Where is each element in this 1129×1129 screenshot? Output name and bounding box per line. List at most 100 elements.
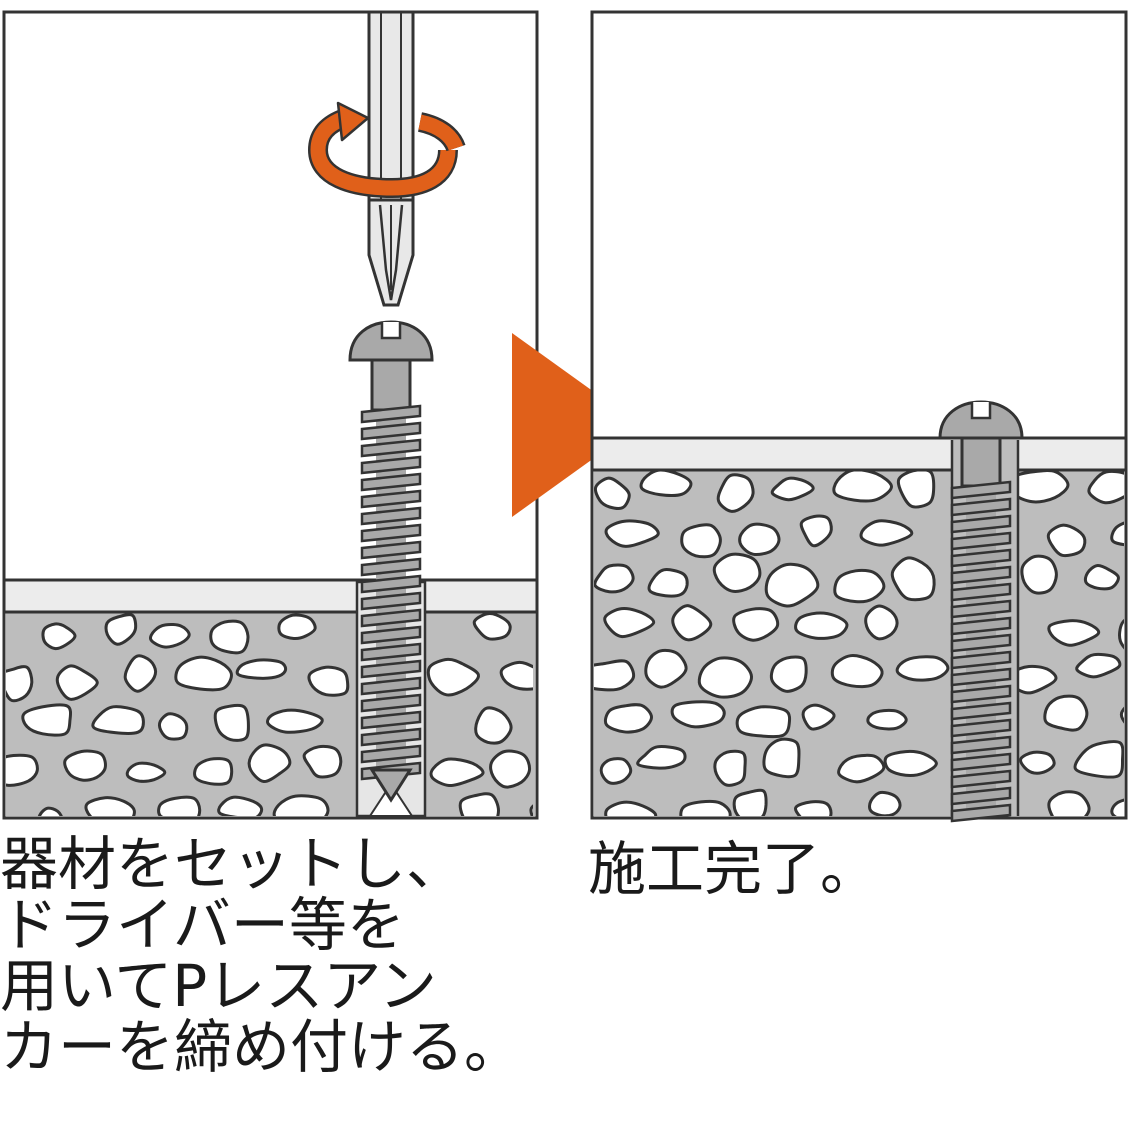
screw-thread: [950, 497, 1012, 517]
aggregate-pebble: [213, 703, 250, 742]
aggregate-pebble: [277, 613, 317, 641]
screw-thread: [360, 659, 422, 679]
aggregate-pebble: [499, 660, 533, 691]
step-2-caption: 施工完了。: [588, 840, 878, 901]
screw-thread: [950, 803, 1012, 823]
aggregate-pebble: [735, 705, 792, 739]
aggregate-pebble: [41, 622, 77, 651]
screw-thread: [360, 744, 422, 764]
aggregate-pebble: [104, 613, 138, 646]
screw-thread: [360, 540, 422, 560]
aggregate-pebble: [636, 745, 687, 770]
aggregate-pebble: [1083, 564, 1120, 591]
screw-thread: [950, 718, 1012, 738]
screw-thread: [360, 404, 422, 424]
aggregate-pebble: [235, 658, 288, 680]
screwdriver: [367, 10, 415, 307]
aggregate-pebble: [535, 607, 562, 648]
aggregate-pebble: [84, 796, 136, 816]
step-1-aggregate: [6, 607, 569, 816]
aggregate-pebble: [868, 790, 902, 816]
aggregate-pebble: [764, 562, 820, 608]
aggregate-pebble: [302, 744, 343, 779]
aggregate-pebble: [603, 606, 656, 639]
aggregate-pebble: [529, 804, 533, 816]
aggregate-pebble: [149, 622, 191, 649]
step-1-caption: 器材をセットし、 ドライバー等を 用いてPレスアン カーを締め付ける。: [0, 835, 522, 1079]
aggregate-pebble: [307, 665, 350, 697]
aggregate-pebble: [604, 519, 660, 548]
screw-thread: [360, 489, 422, 509]
screw-thread: [950, 582, 1012, 602]
aggregate-pebble: [1047, 619, 1101, 647]
aggregate-pebble: [535, 707, 569, 731]
aggregate-pebble: [474, 706, 513, 745]
aggregate-pebble: [247, 743, 292, 784]
aggregate-pebble: [697, 656, 753, 699]
screw-thread: [360, 421, 422, 441]
aggregate-pebble: [866, 708, 908, 731]
screw-thread: [360, 523, 422, 543]
step-1-fixture-plate: [2, 578, 539, 614]
aggregate-pebble: [604, 800, 658, 816]
aggregate-pebble: [489, 749, 532, 789]
aggregate-pebble: [794, 800, 833, 816]
aggregate-pebble: [895, 655, 950, 682]
aggregate-pebble: [716, 473, 755, 513]
aggregate-pebble: [594, 563, 635, 594]
screw-thread: [950, 616, 1012, 636]
aggregate-pebble: [837, 753, 886, 784]
screw-thread: [950, 752, 1012, 772]
screw-thread: [360, 727, 422, 747]
aggregate-pebble: [859, 519, 914, 547]
aggregate-pebble: [1046, 523, 1087, 558]
aggregate-pebble: [123, 654, 158, 693]
aggregate-pebble: [794, 611, 849, 640]
aggregate-pebble: [37, 806, 63, 816]
aggregate-pebble: [1110, 798, 1124, 816]
screw-thread: [950, 684, 1012, 704]
aggregate-pebble: [91, 705, 145, 735]
aggregate-pebble: [193, 757, 234, 786]
screw-thread: [950, 701, 1012, 721]
aggregate-pebble: [603, 703, 654, 734]
aggregate-pebble: [732, 607, 780, 642]
screw-thread: [950, 514, 1012, 534]
step-1-caption-line: カーを締め付ける。: [0, 1013, 523, 1081]
screw-thread: [950, 735, 1012, 755]
aggregate-pebble: [6, 753, 39, 787]
screw-thread: [950, 565, 1012, 585]
aggregate-pebble: [738, 522, 781, 557]
screw-thread: [360, 591, 422, 611]
aggregate-pebble: [1047, 790, 1091, 816]
aggregate-pebble: [458, 792, 501, 816]
step-1-panel: [2, 10, 569, 820]
aggregate-pebble: [799, 514, 833, 548]
screw-thread: [950, 548, 1012, 568]
aggregate-pebble: [830, 654, 884, 689]
screw-thread: [360, 710, 422, 730]
aggregate-pebble: [1043, 694, 1089, 732]
screw-thread: [360, 506, 422, 526]
screw-thread: [360, 608, 422, 628]
aggregate-pebble: [217, 795, 264, 816]
screw-thread: [360, 693, 422, 713]
screw-thread: [950, 633, 1012, 653]
screw-thread: [950, 480, 1012, 500]
screw-thread: [360, 574, 422, 594]
aggregate-pebble: [63, 749, 107, 782]
aggregate-pebble: [594, 476, 631, 510]
step-2-fixture-plate: [590, 436, 1128, 472]
aggregate-pebble: [272, 794, 330, 816]
aggregate-pebble: [732, 788, 768, 816]
screw-thread: [360, 438, 422, 458]
aggregate-pebble: [1019, 750, 1056, 775]
rotation-arrow-icon: [307, 101, 466, 199]
step-2-aggregate: [594, 470, 1124, 816]
aggregate-pebble: [1118, 618, 1124, 650]
screw-thread: [360, 642, 422, 662]
aggregate-pebble: [1119, 706, 1124, 724]
screw-thread: [360, 557, 422, 577]
aggregate-pebble: [680, 523, 722, 559]
aggregate-pebble: [769, 655, 808, 693]
